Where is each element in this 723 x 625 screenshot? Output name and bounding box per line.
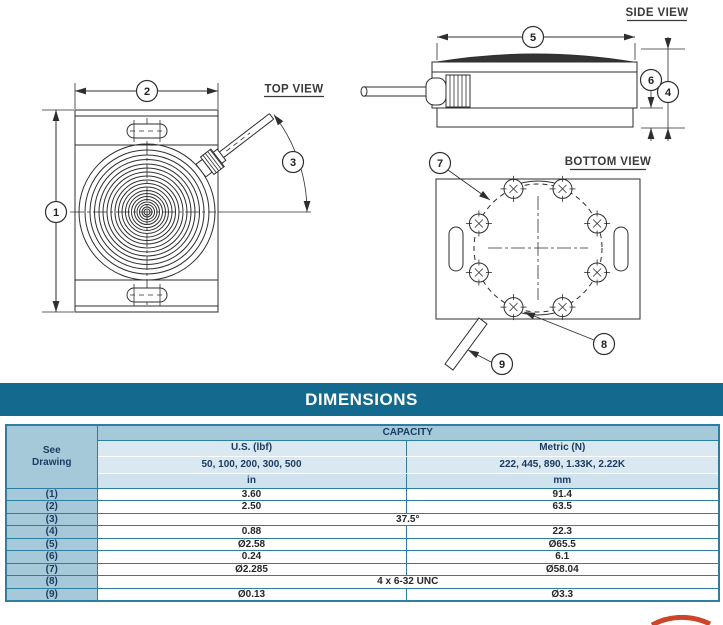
row-metric-value: 6.1 xyxy=(405,550,720,564)
row-ref: (9) xyxy=(5,587,98,602)
dimensions-title: DIMENSIONS xyxy=(305,389,418,409)
svg-text:1: 1 xyxy=(53,207,59,219)
svg-text:5: 5 xyxy=(530,32,536,44)
logo-swoosh xyxy=(650,615,712,625)
row-ref: (6) xyxy=(5,550,98,564)
row-metric-value: Ø65.5 xyxy=(405,537,720,551)
capacity-header: CAPACITY xyxy=(96,424,720,441)
svg-text:4: 4 xyxy=(665,87,672,99)
table-row: (8) 4 x 6-32 UNC xyxy=(5,575,720,589)
table-row: (5) Ø2.58 Ø65.5 xyxy=(5,537,720,551)
see-drawing-line2: Drawing xyxy=(32,456,72,468)
balloon-4: 4 xyxy=(656,80,680,104)
row-ref: (1) xyxy=(5,487,98,501)
row-us-value: 0.88 xyxy=(96,525,407,539)
row-metric-value: 63.5 xyxy=(405,500,720,514)
top-slot xyxy=(126,120,168,142)
row-ref: (5) xyxy=(5,537,98,551)
mounting-screws xyxy=(465,175,611,321)
balloon-5: 5 xyxy=(521,25,545,49)
row-us-value: Ø2.285 xyxy=(96,562,407,576)
load-cell-drawing: TOP VIEW SIDE VIEW BOTTOM VIEW 1 2 3 4 5… xyxy=(42,7,688,376)
row-ref: (3) xyxy=(5,512,98,526)
side-view-label: SIDE VIEW xyxy=(625,7,688,19)
balloon-8: 8 xyxy=(592,332,616,356)
balloon-1: 1 xyxy=(44,200,68,224)
row-us-value: Ø2.58 xyxy=(96,537,407,551)
metric-header: Metric (N) xyxy=(405,439,720,457)
svg-text:8: 8 xyxy=(601,339,607,351)
svg-text:6: 6 xyxy=(648,75,654,87)
bottom-view-drawing xyxy=(435,169,641,371)
side-view-cable xyxy=(360,74,471,108)
dimensions-table: See Drawing CAPACITY U.S. (lbf) Metric (… xyxy=(5,424,720,602)
svg-text:3: 3 xyxy=(290,157,296,169)
bolt-circle xyxy=(473,183,603,313)
row-ref: (4) xyxy=(5,525,98,539)
dimensions-title-bar: DIMENSIONS xyxy=(0,383,723,416)
row-ref: (8) xyxy=(5,575,98,589)
see-drawing-header: See Drawing xyxy=(5,424,98,489)
row-ref: (7) xyxy=(5,562,98,576)
row-metric-value: 22.3 xyxy=(405,525,720,539)
row-shared-value: 4 x 6-32 UNC xyxy=(96,575,720,589)
bottom-view-label: BOTTOM VIEW xyxy=(565,156,652,168)
bottom-slot xyxy=(126,284,168,306)
table-row: (7) Ø2.285 Ø58.04 xyxy=(5,562,720,576)
top-view-label: TOP VIEW xyxy=(264,84,323,96)
us-header: U.S. (lbf) xyxy=(96,439,407,457)
row-metric-value: 91.4 xyxy=(405,487,720,501)
bottom-view-cable xyxy=(444,317,488,371)
balloon-2: 2 xyxy=(135,79,159,103)
table-row: (6) 0.24 6.1 xyxy=(5,550,720,564)
table-row: (9) Ø0.13 Ø3.3 xyxy=(5,587,720,602)
balloon-6: 6 xyxy=(639,68,663,92)
row-ref: (2) xyxy=(5,500,98,514)
balloon-3: 3 xyxy=(281,150,305,174)
balloon-7: 7 xyxy=(428,151,452,175)
see-drawing-line1: See xyxy=(42,445,61,457)
top-view-drawing xyxy=(42,83,311,313)
row-shared-value: 37.5° xyxy=(96,512,720,526)
table-row: (1) 3.60 91.4 xyxy=(5,487,720,501)
side-view-drawing xyxy=(360,33,685,141)
metric-unit: mm xyxy=(405,472,720,489)
row-us-value: Ø0.13 xyxy=(96,587,407,602)
svg-text:9: 9 xyxy=(499,359,505,371)
svg-text:2: 2 xyxy=(144,86,150,98)
svg-text:7: 7 xyxy=(437,158,443,170)
table-row: (2) 2.50 63.5 xyxy=(5,500,720,514)
row-us-value: 3.60 xyxy=(96,487,407,501)
us-capacities: 50, 100, 200, 300, 500 xyxy=(96,455,407,474)
metric-capacities: 222, 445, 890, 1.33K, 2.22K xyxy=(405,455,720,474)
us-unit: in xyxy=(96,472,407,489)
row-us-value: 0.24 xyxy=(96,550,407,564)
load-button-dome xyxy=(436,53,634,63)
row-metric-value: Ø3.3 xyxy=(405,587,720,602)
balloon-9: 9 xyxy=(490,352,514,376)
row-us-value: 2.50 xyxy=(96,500,407,514)
table-row: (3) 37.5° xyxy=(5,512,720,526)
row-metric-value: Ø58.04 xyxy=(405,562,720,576)
table-row: (4) 0.88 22.3 xyxy=(5,525,720,539)
